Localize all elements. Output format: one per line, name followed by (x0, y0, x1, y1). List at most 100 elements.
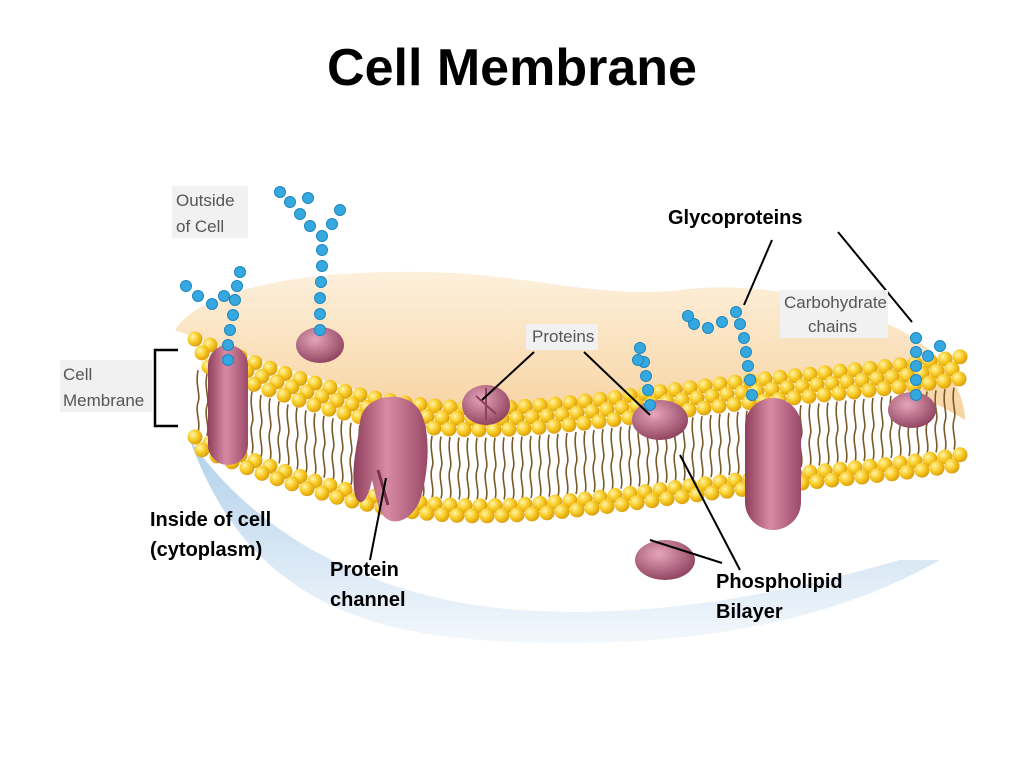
phospholipid-head (629, 495, 645, 511)
fatty-acid-tail (340, 420, 344, 483)
phospholipid-head (509, 507, 525, 523)
proteins-label: Proteins (526, 324, 598, 350)
carbohydrate-bead (302, 192, 314, 204)
carbohydrate-bead (644, 399, 656, 411)
carbohydrate-bead (316, 230, 328, 242)
carbohydrate-bead (294, 208, 306, 220)
carbohydrate-bead (231, 280, 243, 292)
protein-channel-label-line1: Protein (330, 559, 399, 581)
phospholipid-head (434, 410, 450, 426)
carbohydrate-bead (326, 218, 338, 230)
fatty-acid-tail (511, 436, 515, 500)
phospholipid-head (336, 405, 352, 421)
phospholipid-head (914, 462, 930, 478)
fatty-acid-tail (322, 415, 326, 478)
carbohydrate-chains (180, 186, 946, 411)
fatty-acid-tail (250, 391, 254, 454)
peripheral-protein-top-left (296, 327, 344, 363)
phospholipid-head (419, 505, 435, 521)
phospholipid-head (456, 422, 472, 438)
fatty-acid-tail (853, 399, 857, 463)
fatty-acid-tail (430, 435, 434, 499)
fatty-acid-tail (592, 429, 596, 493)
fatty-acid-tail (736, 411, 740, 475)
protein-channel (353, 396, 428, 522)
fatty-acid-tail (952, 387, 956, 450)
fatty-acid-tail (493, 437, 497, 500)
phospholipid-head (704, 485, 720, 501)
fatty-acid-tail (538, 435, 542, 498)
phospholipid-head (929, 460, 945, 476)
fatty-acid-tail (943, 388, 947, 452)
phospholipid-head (726, 396, 742, 412)
phospholipid-head (464, 508, 480, 524)
carbohydrate-bead (314, 292, 326, 304)
carbohydrate-bead (734, 318, 746, 330)
fatty-acid-tail (331, 418, 335, 481)
phospholipid-head (711, 398, 727, 414)
phospholipid-head (846, 384, 862, 400)
fatty-acid-tail (529, 435, 533, 499)
phospholipid-head (254, 465, 270, 481)
phospholipid-head (449, 410, 465, 426)
phospholipid-head (187, 331, 203, 347)
fatty-acid-tail (448, 436, 452, 500)
phospholipid-head (509, 410, 525, 426)
fatty-acid-tail (556, 433, 560, 497)
carbohydrate-bead (702, 322, 714, 334)
carbohydrate-bead (934, 340, 946, 352)
outside-label-line2: of Cell (176, 217, 224, 236)
phospholipid-head (269, 471, 285, 487)
phospholipid-head (261, 382, 277, 398)
outside-label-line1: Outside (176, 191, 235, 210)
inside-label-line2: (cytoplasm) (150, 539, 262, 561)
carbohydrate-bead (334, 204, 346, 216)
phospholipid-head (689, 487, 705, 503)
peripheral-protein-right (888, 392, 936, 428)
phospholipid-head (554, 503, 570, 519)
phospholipid-head (344, 493, 360, 509)
fatty-acid-tail (817, 403, 821, 466)
phospholipid-head (561, 417, 577, 433)
phospholipid-head (824, 472, 840, 488)
phospholipid-head (546, 418, 562, 434)
phospholipid-head (524, 506, 540, 522)
phospholipid-head (674, 489, 690, 505)
carbohydrate-bead (316, 260, 328, 272)
phospholipid-head (194, 442, 210, 458)
carbohydrate-bead (740, 346, 752, 358)
fatty-acid-tail (520, 436, 524, 499)
phospholipid-head (442, 399, 458, 415)
fatty-acid-tail (880, 396, 884, 460)
phospholipid-head (479, 508, 495, 524)
bilayer-label-line2: Bilayer (716, 601, 783, 623)
carbohydrate-bead (227, 309, 239, 321)
phospholipid-head (516, 420, 532, 436)
phospholipid-head (944, 458, 960, 474)
phospholipid-head (952, 447, 968, 463)
phospholipid-head (719, 483, 735, 499)
phospholipid-head (246, 376, 262, 392)
carbohydrate-label-line2: chains (808, 317, 857, 336)
fatty-acid-tail (349, 422, 353, 486)
carbohydrate-bead (274, 186, 286, 198)
phospholipid-head (591, 413, 607, 429)
leader-lines (369, 231, 913, 571)
phospholipid-head (441, 421, 457, 437)
phospholipid-head (839, 471, 855, 487)
fatty-acid-tail (835, 401, 839, 464)
carbohydrate-bead (910, 389, 922, 401)
phospholipid-head (321, 401, 337, 417)
carbohydrate-bead (910, 346, 922, 358)
phospholipid-head (284, 476, 300, 492)
phospholipid-head (951, 371, 967, 387)
phospholipid-head (276, 387, 292, 403)
carbohydrate-bead (218, 290, 230, 302)
fatty-acid-tail (457, 437, 461, 500)
phospholipid-head (921, 375, 937, 391)
phospholipid-head (531, 419, 547, 435)
fatty-acid-tail (277, 401, 281, 464)
glycoproteins-label: Glycoproteins (668, 207, 802, 229)
fatty-acid-tail (205, 373, 209, 437)
peripheral-protein-bottom (635, 540, 695, 580)
